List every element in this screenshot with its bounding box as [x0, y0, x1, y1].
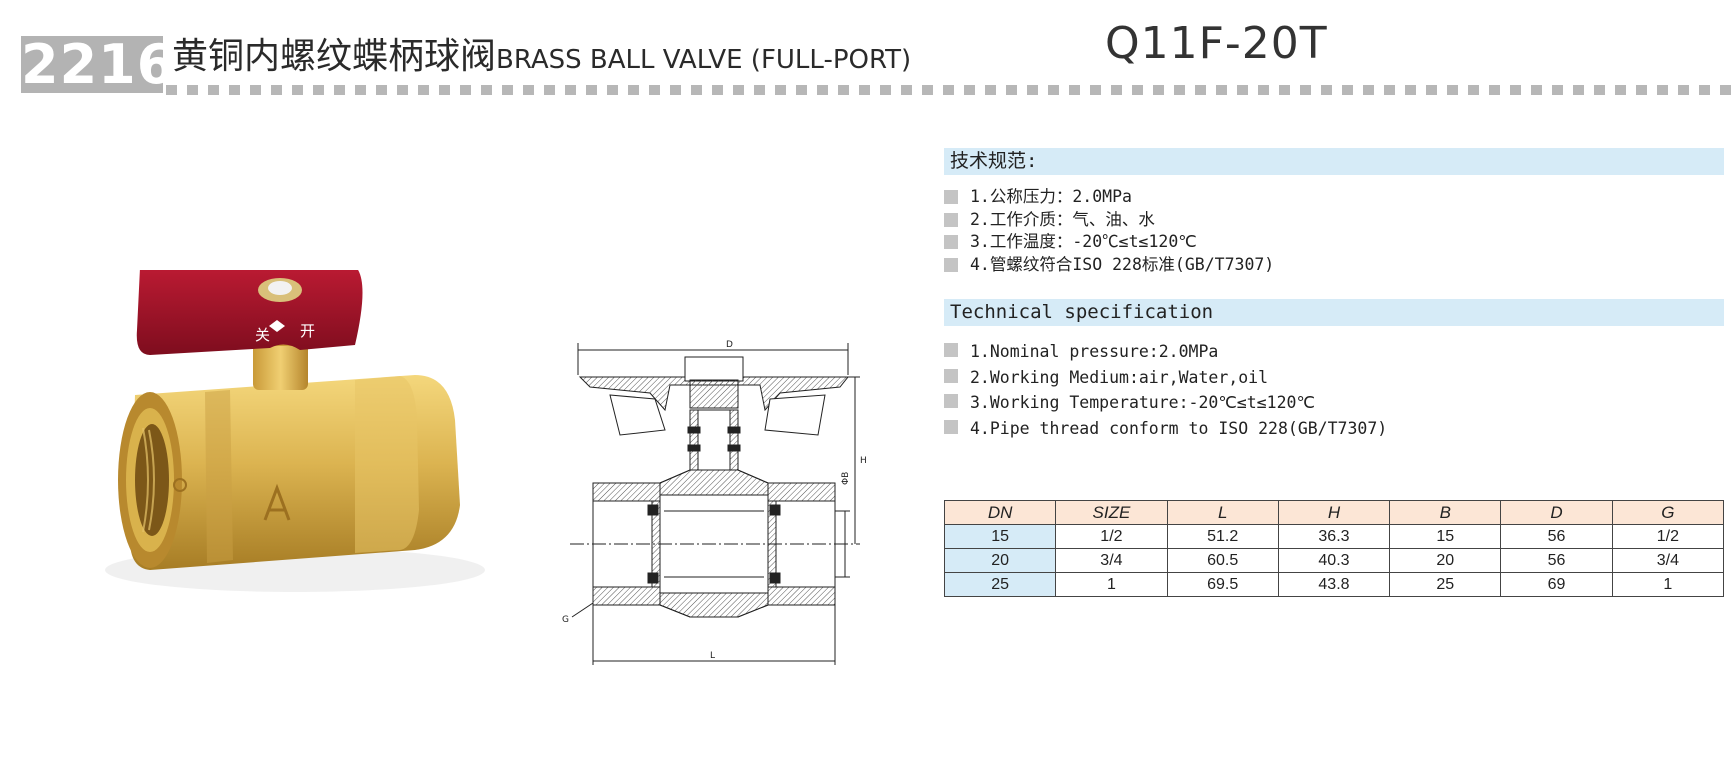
dim-label-g: G — [562, 615, 569, 625]
bullet-square-icon — [944, 235, 958, 249]
bullet-square-icon — [944, 190, 958, 204]
cell-d: 56 — [1500, 548, 1613, 573]
col-header-h: H — [1277, 500, 1391, 525]
dim-label-h: H — [860, 456, 867, 466]
spec-item-text: 2.工作介质：气、油、水 — [970, 209, 1155, 229]
spec-item-cn: 3.工作温度：-20℃≤t≤120℃ — [944, 231, 1274, 254]
cell-g: 3/4 — [1611, 548, 1725, 573]
cell-dn: 20 — [943, 548, 1057, 573]
spec-item-text: 4.管螺纹符合ISO 228标准(GB/T7307) — [970, 254, 1275, 274]
col-header-dn: DN — [943, 500, 1057, 525]
spec-item-en: 1.Nominal pressure:2.0MPa — [944, 339, 1387, 365]
product-title-en: BRASS BALL VALVE (FULL-PORT) — [496, 45, 912, 75]
dim-label-b: ΦB — [841, 472, 851, 485]
spec-item-cn: 2.工作介质：气、油、水 — [944, 209, 1274, 232]
bullet-square-icon — [944, 394, 958, 409]
cell-l: 69.5 — [1166, 572, 1279, 597]
spec-item-text: 2.Working Medium:air,Water,oil — [970, 367, 1269, 387]
dotted-divider — [166, 85, 1735, 95]
table-row: 20 3/4 60.5 40.3 20 56 3/4 — [943, 548, 1725, 573]
spec-item-text: 1.公称压力：2.0MPa — [970, 187, 1132, 206]
spec-item-cn: 4.管螺纹符合ISO 228标准(GB/T7307) — [944, 254, 1274, 277]
model-number: Q11F-20T — [1105, 18, 1328, 69]
cell-d: 69 — [1500, 572, 1613, 597]
cell-b: 15 — [1389, 524, 1502, 549]
product-title-cn: 黄铜内螺纹蝶柄球阀 — [172, 36, 497, 77]
col-header-l: L — [1166, 500, 1279, 525]
cell-g: 1 — [1611, 572, 1725, 597]
bullet-square-icon — [944, 257, 958, 272]
cell-size: 3/4 — [1055, 548, 1168, 573]
handle-close-mark: 关 — [255, 326, 270, 344]
spec-item-en: 3.Working Temperature:-20℃≤t≤120℃ — [944, 390, 1387, 416]
col-header-size: SIZE — [1055, 500, 1168, 525]
cell-l: 51.2 — [1166, 524, 1279, 549]
bullet-square-icon — [944, 212, 958, 227]
cell-g: 1/2 — [1611, 524, 1725, 549]
bullet-square-icon — [944, 368, 958, 383]
table-row: 25 1 69.5 43.8 25 69 1 — [943, 572, 1725, 597]
cell-dn: 15 — [943, 524, 1057, 549]
spec-item-en: 2.Working Medium:air,Water,oil — [944, 365, 1387, 391]
spec-item-text: 4.Pipe thread conform to ISO 228(GB/T730… — [970, 419, 1388, 439]
spec-item-text: 3.工作温度：-20℃≤t≤120℃ — [970, 232, 1197, 251]
section-heading-cn: 技术规范: — [944, 148, 1724, 175]
cell-d: 56 — [1500, 524, 1613, 549]
dim-label-l: L — [710, 651, 715, 661]
cell-size: 1/2 — [1055, 524, 1168, 549]
col-header-b: B — [1389, 500, 1502, 525]
cell-b: 20 — [1389, 548, 1502, 573]
cell-b: 25 — [1389, 572, 1502, 597]
cell-h: 43.8 — [1277, 572, 1391, 597]
cell-size: 1 — [1055, 572, 1168, 597]
cell-dn: 25 — [943, 572, 1057, 597]
cell-h: 36.3 — [1277, 524, 1391, 549]
brass-ball-valve-photo: 关 开 — [105, 270, 485, 592]
bullet-square-icon — [944, 420, 958, 435]
spec-list-en: 1.Nominal pressure:2.0MPa 2.Working Medi… — [944, 339, 1387, 442]
spec-item-text: 3.Working Temperature:-20℃≤t≤120℃ — [970, 393, 1316, 413]
product-code-badge: 2216 — [21, 33, 176, 96]
spec-item-cn: 1.公称压力：2.0MPa — [944, 186, 1274, 209]
valve-cross-section-drawing: D H ΦB G L — [562, 340, 867, 665]
handle-open-mark: 开 — [300, 322, 315, 340]
table-row: 15 1/2 51.2 36.3 15 56 1/2 — [943, 524, 1725, 549]
dimension-table: DN SIZE L H B D G 15 1/2 51.2 36.3 15 56… — [943, 500, 1725, 597]
section-heading-en: Technical specification — [944, 299, 1724, 326]
spec-item-text: 1.Nominal pressure:2.0MPa — [970, 342, 1219, 361]
cell-l: 60.5 — [1166, 548, 1279, 573]
product-title: 黄铜内螺纹蝶柄球阀BRASS BALL VALVE (FULL-PORT) — [172, 34, 911, 83]
col-header-g: G — [1611, 500, 1725, 525]
dim-label-d: D — [726, 340, 733, 350]
cell-h: 40.3 — [1277, 548, 1391, 573]
spec-item-en: 4.Pipe thread conform to ISO 228(GB/T730… — [944, 416, 1387, 442]
col-header-d: D — [1500, 500, 1613, 525]
table-header-row: DN SIZE L H B D G — [943, 500, 1725, 525]
bullet-square-icon — [944, 343, 958, 357]
spec-list-cn: 1.公称压力：2.0MPa 2.工作介质：气、油、水 3.工作温度：-20℃≤t… — [944, 186, 1274, 276]
